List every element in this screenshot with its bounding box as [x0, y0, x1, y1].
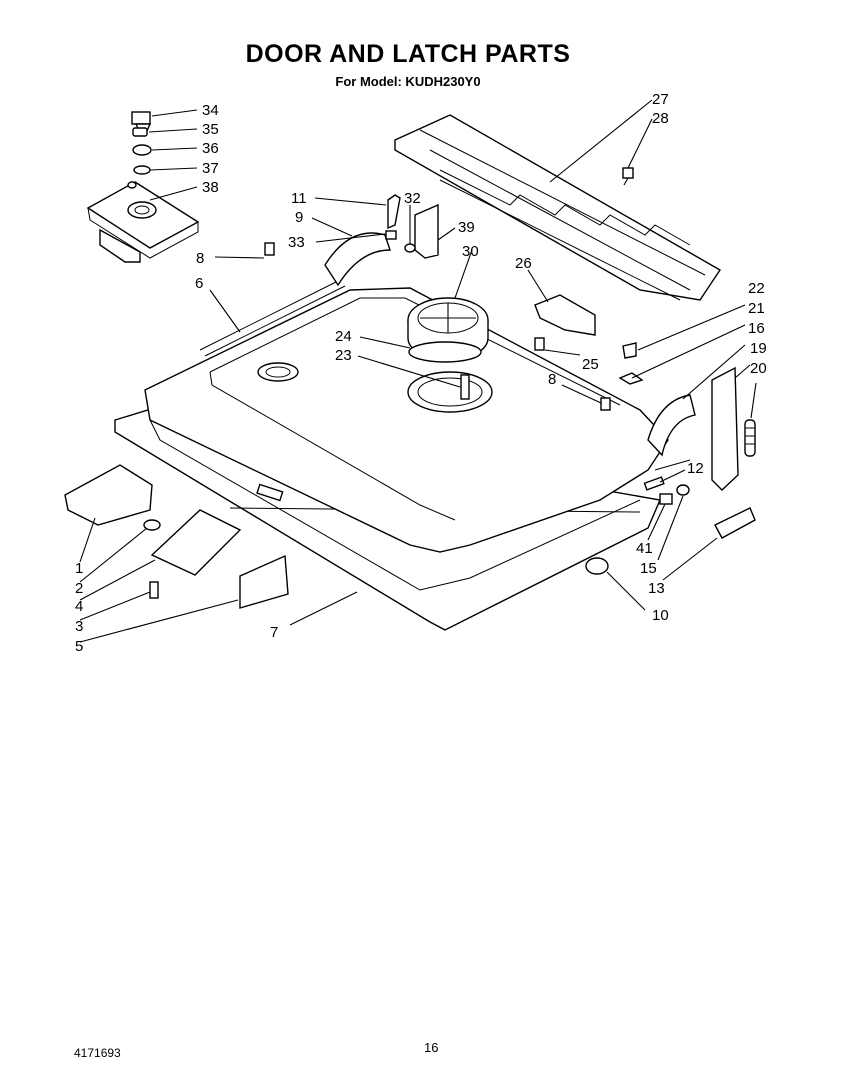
document-number: 4171693 — [74, 1046, 121, 1060]
callout-41: 41 — [636, 540, 653, 557]
callout-21: 21 — [748, 300, 765, 317]
page-number: 16 — [424, 1040, 439, 1055]
cover-1 — [64, 464, 153, 526]
callout-15: 15 — [640, 560, 657, 577]
callout-25: 25 — [582, 356, 599, 373]
right-hinge-arm — [647, 394, 696, 457]
clip-21 — [618, 372, 644, 385]
clip-22 — [622, 342, 637, 359]
callout-24: 24 — [335, 328, 352, 345]
spring-20 — [744, 419, 756, 457]
callout-1: 1 — [75, 560, 83, 577]
callout-11: 11 — [291, 190, 307, 207]
callout-6: 6 — [195, 275, 203, 292]
callout-37: 37 — [202, 160, 219, 177]
callout-27: 27 — [652, 91, 669, 108]
callout-12: 12 — [687, 460, 704, 477]
nut-36 — [132, 144, 152, 156]
callout-10: 10 — [652, 607, 669, 624]
pin-37 — [127, 181, 137, 189]
callout-36: 36 — [202, 140, 219, 157]
strike-12 — [643, 476, 665, 491]
callout-26: 26 — [515, 255, 532, 272]
bracket-39 — [414, 203, 439, 259]
callout-4: 4 — [75, 598, 83, 615]
callout-2: 2 — [75, 580, 83, 597]
inner-door-liner — [144, 287, 669, 553]
callout-9: 9 — [295, 209, 303, 226]
callout-20: 20 — [750, 360, 767, 377]
detergent-opening — [407, 371, 493, 413]
screw-33 — [385, 230, 397, 240]
screw-28 — [622, 167, 634, 186]
nut-15 — [676, 484, 690, 496]
callout-32: 32 — [404, 190, 421, 207]
clip-35 — [132, 127, 148, 137]
screw-3 — [149, 581, 159, 599]
washer-37 — [133, 165, 151, 175]
callout-3: 3 — [75, 618, 83, 635]
callout-33: 33 — [288, 234, 305, 251]
screw-25 — [534, 337, 545, 351]
callout-8-lower: 8 — [548, 371, 556, 388]
handle-knob-10 — [585, 557, 609, 575]
screw-8a — [264, 242, 275, 256]
callout-22: 22 — [748, 280, 765, 297]
screw-23 — [460, 374, 470, 400]
bracket-26 — [534, 294, 596, 336]
callout-38: 38 — [202, 179, 219, 196]
callout-8-upper: 8 — [196, 250, 204, 267]
callout-16: 16 — [748, 320, 765, 337]
latch-module-38 — [86, 181, 200, 263]
panel-5 — [239, 554, 289, 609]
callout-39: 39 — [458, 219, 475, 236]
callout-34: 34 — [202, 102, 219, 119]
washer-32 — [404, 243, 416, 253]
latch-base-4 — [150, 509, 242, 576]
spring-11 — [387, 194, 401, 230]
vent-panel-27 — [394, 114, 721, 301]
door-assembly — [114, 232, 696, 631]
model-subtitle: For Model: KUDH230Y0 — [335, 74, 481, 89]
gasket-24 — [408, 341, 482, 363]
callout-30: 30 — [462, 243, 479, 260]
callout-23: 23 — [335, 347, 352, 364]
callout-labels: 34 35 36 37 38 27 28 11 32 9 39 33 30 8 … — [75, 91, 767, 655]
page-title: DOOR AND LATCH PARTS — [245, 40, 571, 68]
washer-2 — [143, 519, 161, 531]
callout-13: 13 — [648, 580, 665, 597]
handle-slot — [256, 483, 284, 502]
left-hinge-arm — [324, 232, 391, 287]
leader-lines — [79, 99, 757, 643]
callout-35: 35 — [202, 121, 219, 138]
screw-8b — [600, 397, 611, 411]
knob-34 — [131, 111, 151, 125]
door-vent-opening — [257, 362, 299, 382]
latch-bar-19 — [711, 366, 739, 491]
callout-7: 7 — [270, 624, 278, 641]
stop-41 — [659, 493, 673, 505]
callout-5: 5 — [75, 638, 83, 655]
bracket-13 — [714, 507, 756, 539]
callout-19: 19 — [750, 340, 767, 357]
callout-28: 28 — [652, 110, 669, 127]
